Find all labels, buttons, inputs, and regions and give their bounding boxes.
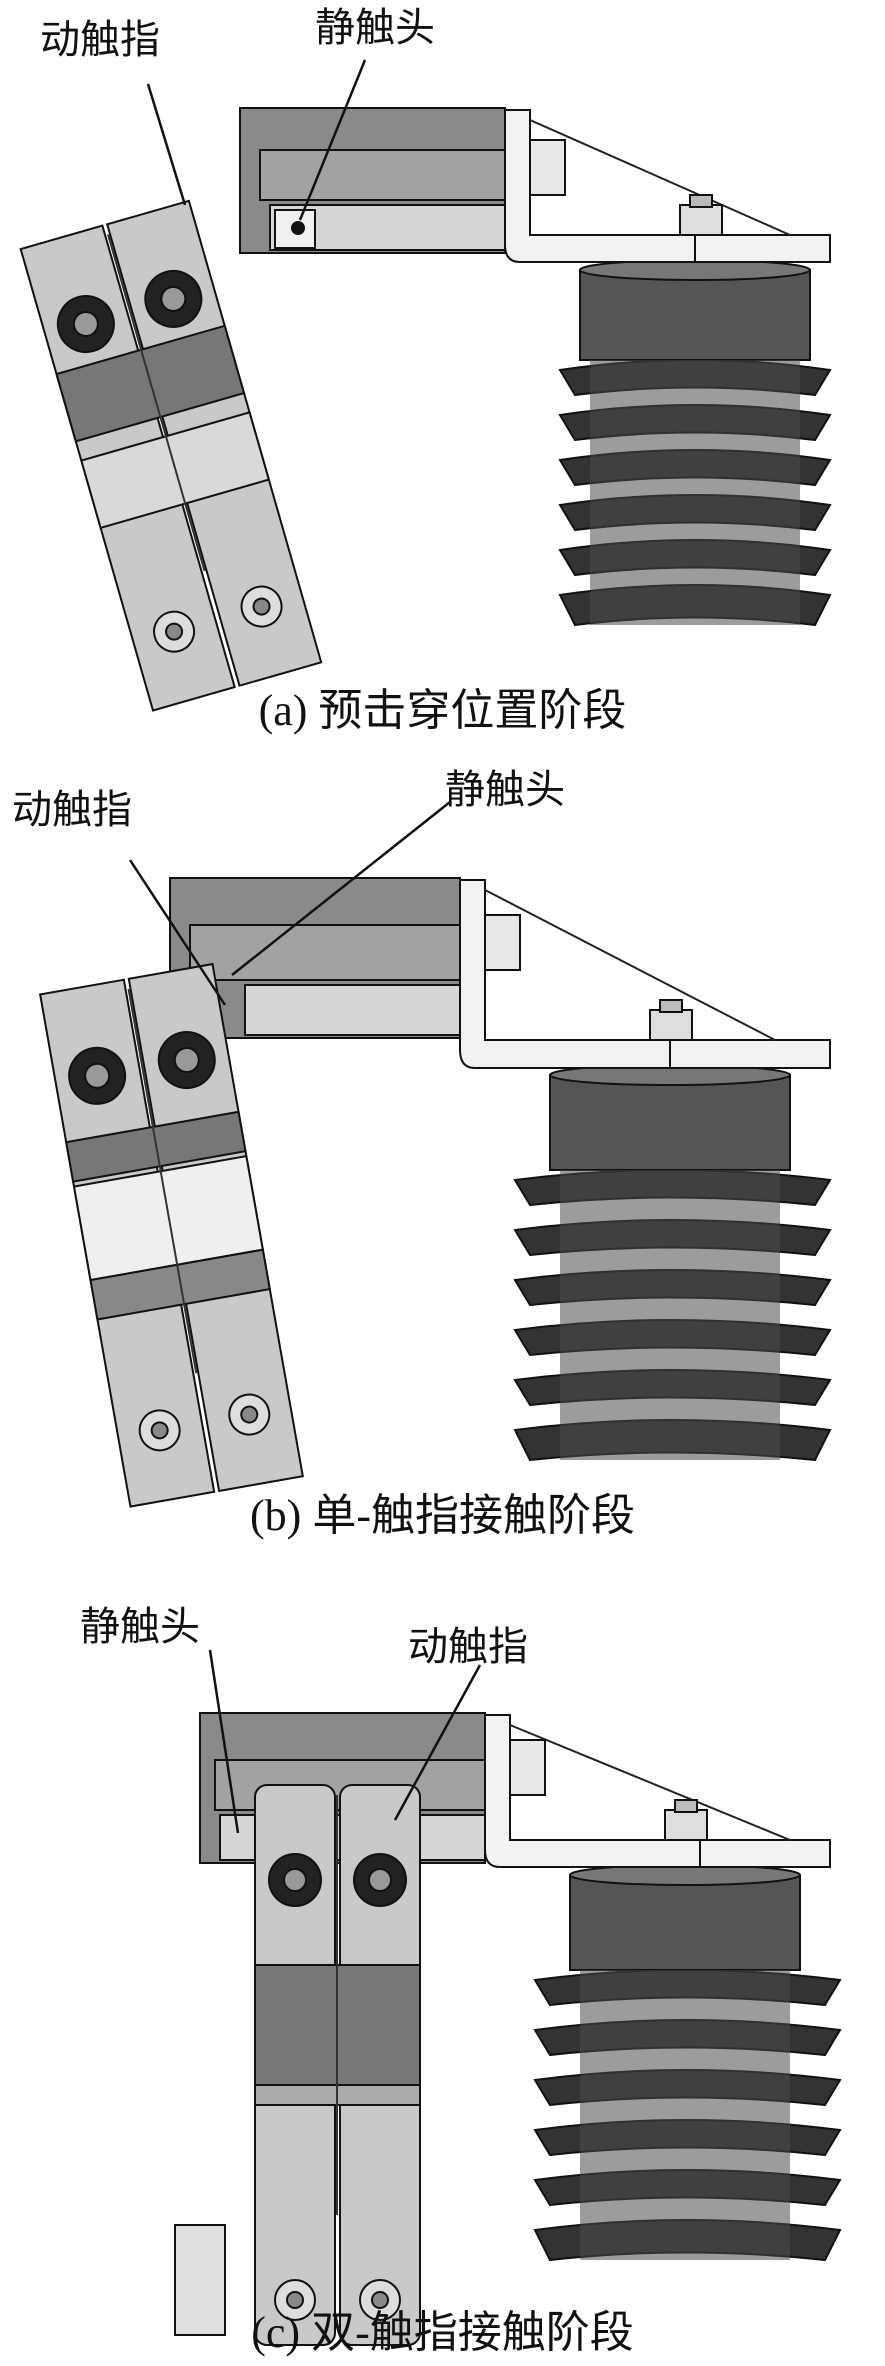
moving-finger-c: [174, 1784, 421, 2346]
moving-finger-a: [19, 199, 323, 712]
switch-drawing-a: [19, 59, 832, 712]
panel-a-pre-breakdown: 动触指 静触头 (a) 预击穿位置阶段: [0, 0, 885, 760]
bracket-b: [459, 879, 831, 1069]
moving-finger-label-c: 动触指: [408, 1624, 528, 1670]
static-contact-label-a: 静触头: [315, 5, 435, 51]
caption-a: (a) 预击穿位置阶段: [258, 686, 627, 735]
caption-c: (c) 双-触指接触阶段: [251, 2308, 634, 2357]
bracket-a: [504, 109, 831, 263]
static-contact-label-c: 静触头: [80, 1604, 200, 1650]
panel-c-double-finger: 静触头 动触指 (c) 双-触指接触阶段: [0, 1555, 885, 2366]
switch-drawing-b: [38, 801, 832, 1508]
insulator-b: [513, 1064, 832, 1462]
moving-finger-label-b: 动触指: [12, 787, 132, 833]
moving-finger-b: [38, 962, 304, 1508]
static-contact-label-b: 静触头: [445, 767, 565, 813]
insulator-a: [558, 259, 832, 627]
insulator-c: [533, 1864, 842, 2262]
static-contact-housing-a: [239, 107, 506, 254]
moving-finger-label-a: 动触指: [40, 17, 160, 63]
caption-b: (b) 单-触指接触阶段: [250, 1491, 635, 1540]
switch-drawing-c: [174, 1649, 842, 2346]
panel-b-single-finger: 动触指 静触头 (b) 单-触指接触阶段: [0, 760, 885, 1555]
bracket-c: [484, 1714, 831, 1868]
